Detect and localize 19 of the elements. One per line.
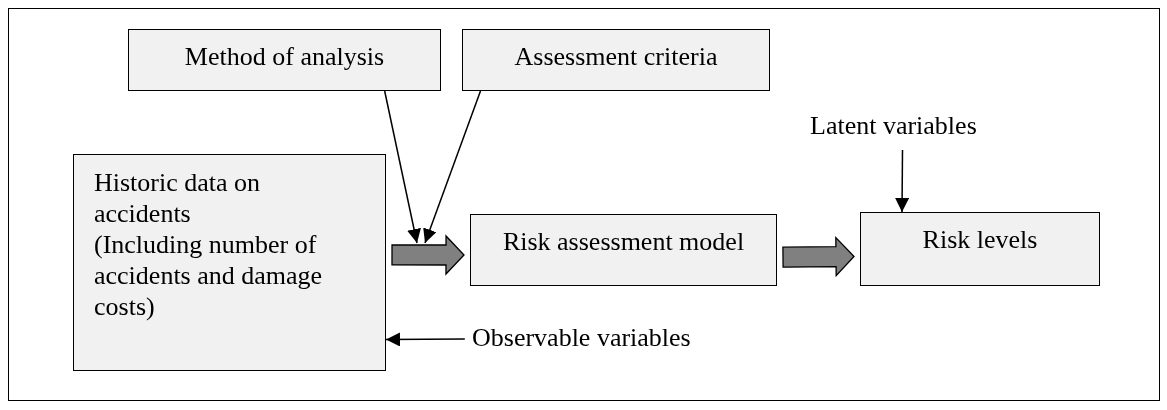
process-box [73, 154, 386, 371]
block-arrow [782, 236, 855, 278]
box-text: Assessment criteria [513, 41, 719, 72]
arrow [383, 90, 421, 244]
variable-label: Observable variables [472, 323, 691, 352]
box-text: (Including number of accidents and damage costs) [94, 229, 324, 322]
arrow [385, 332, 466, 347]
process-box [128, 29, 441, 91]
box-text: Risk assessment model [501, 226, 746, 257]
box-text: Method of analysis [183, 41, 386, 72]
box-text: Historic data on accidents [94, 167, 262, 229]
process-box [860, 212, 1100, 286]
process-box [462, 29, 770, 91]
block-arrow [391, 234, 465, 276]
arrow [423, 90, 482, 244]
box-text: Risk levels [921, 224, 1039, 255]
variable-label: Latent variables [810, 111, 977, 140]
process-box [470, 214, 777, 286]
arrow [895, 149, 910, 213]
